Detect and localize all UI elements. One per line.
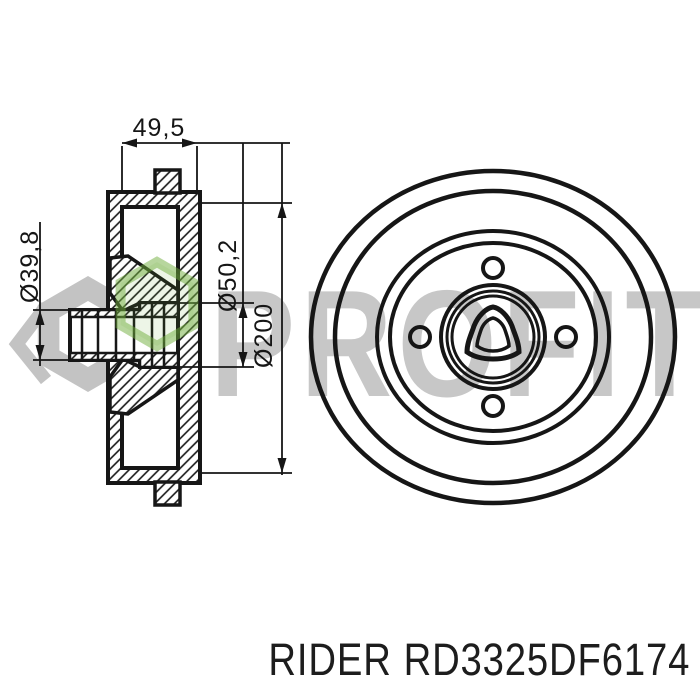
hub-shaft-extension-lines [33, 309, 100, 361]
drum-inner-dimension-label: Ø200 [250, 303, 278, 368]
drum-inner-extension-lines [202, 202, 292, 474]
depth-extension-lines [121, 146, 198, 190]
depth-dimension-label: 49,5 [133, 114, 186, 142]
drum-bottom-lug [153, 480, 182, 507]
front-view [308, 168, 678, 506]
hub-flange-dimension-label: Ø50,2 [214, 239, 242, 312]
drum-face-outer-circle [375, 229, 611, 445]
profit-logo-chevron-icon [8, 302, 52, 385]
spline-bore-outer [464, 304, 522, 362]
bolt-hole-top [481, 256, 505, 280]
bolt-hole-left [408, 325, 432, 349]
hub-shaft-dimension-label: Ø39,8 [16, 230, 44, 303]
profit-logo-green-hexagon-icon [115, 256, 199, 352]
watermark-brand-text: PROFIT [210, 258, 700, 428]
spline-bore-inner [475, 316, 511, 353]
drum-outer-rim [308, 168, 678, 506]
hub-ring-inner [450, 294, 536, 380]
hub-ring-outer [439, 283, 547, 391]
bolt-hole-right [554, 325, 578, 349]
dimension-arrowheads [35, 138, 287, 473]
dimension-annotations [33, 142, 292, 475]
dimension-labels: 49,5 Ø39,8 Ø50,2 Ø200 [16, 114, 278, 368]
drum-face-inner-circle [388, 241, 598, 433]
watermark-wordmark: PROFIT [210, 258, 700, 428]
drum-top-lug [153, 168, 182, 195]
footer-brand: RIDER [268, 634, 392, 685]
footer-part-number: RD3325DF6174 [403, 634, 690, 685]
hub-ring-mid [445, 289, 541, 385]
bolt-hole-bottom [481, 394, 505, 418]
drum-rim-inner-edge [332, 188, 654, 486]
